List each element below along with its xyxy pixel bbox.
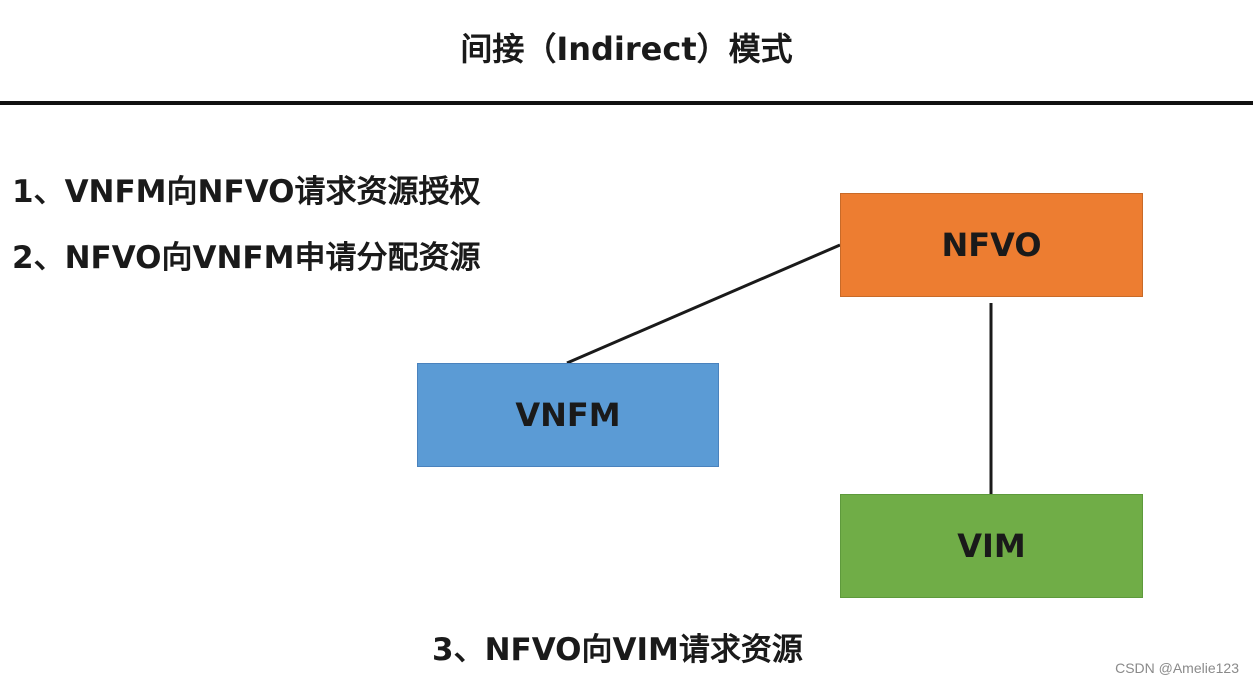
step-3-text: 3、NFVO向VIM请求资源 [432,632,803,668]
node-vnfm: VNFM [417,363,719,467]
step-2-text: 2、NFVO向VNFM申请分配资源 [12,240,481,276]
step-1-text: 1、VNFM向NFVO请求资源授权 [12,174,481,210]
node-vim-label: VIM [957,527,1026,565]
title-divider [0,101,1253,105]
node-nfvo-label: NFVO [941,226,1042,264]
node-vnfm-label: VNFM [515,396,621,434]
edge-vnfm-nfvo [566,243,841,365]
diagram-title: 间接（Indirect）模式 [460,30,793,68]
node-vim: VIM [840,494,1143,598]
node-nfvo: NFVO [840,193,1143,297]
watermark: CSDN @Amelie123 [1115,660,1239,676]
